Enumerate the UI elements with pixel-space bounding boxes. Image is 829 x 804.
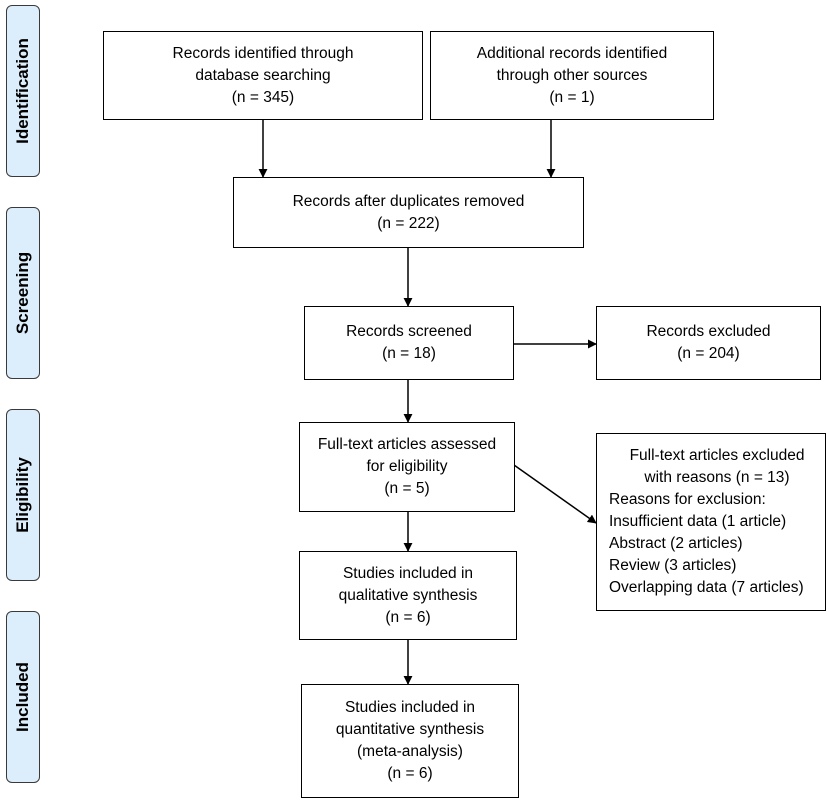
box-records-excluded: Records excluded (n = 204) <box>596 306 821 380</box>
arrow-fulltext-to-excluded <box>513 464 597 524</box>
exclusion-reason: Overlapping data (7 articles) <box>609 579 804 596</box>
box-database-records: Records identified through database sear… <box>103 31 423 120</box>
box-fulltext-excluded: Full-text articles excluded with reasons… <box>596 433 826 611</box>
exclusion-reason: Abstract (2 articles) <box>609 535 743 552</box>
exclusion-reason: Insufficient data (1 article) <box>609 513 787 530</box>
phase-screening: Screening <box>6 207 40 379</box>
phase-identification: Identification <box>6 5 40 177</box>
box-other-source-records: Additional records identified through ot… <box>430 31 714 120</box>
box-qualitative-synthesis: Studies included in qualitative synthesi… <box>299 551 517 640</box>
box-quantitative-synthesis: Studies included in quantitative synthes… <box>301 684 519 798</box>
box-fulltext-assessed: Full-text articles assessed for eligibil… <box>299 422 515 512</box>
phase-included: Included <box>6 611 40 783</box>
box-records-screened: Records screened (n = 18) <box>304 306 514 380</box>
box-after-duplicates: Records after duplicates removed (n = 22… <box>233 177 584 248</box>
exclusion-reason: Review (3 articles) <box>609 557 737 574</box>
exclusion-reasons-title: Reasons for exclusion: <box>609 491 766 508</box>
phase-eligibility: Eligibility <box>6 409 40 581</box>
